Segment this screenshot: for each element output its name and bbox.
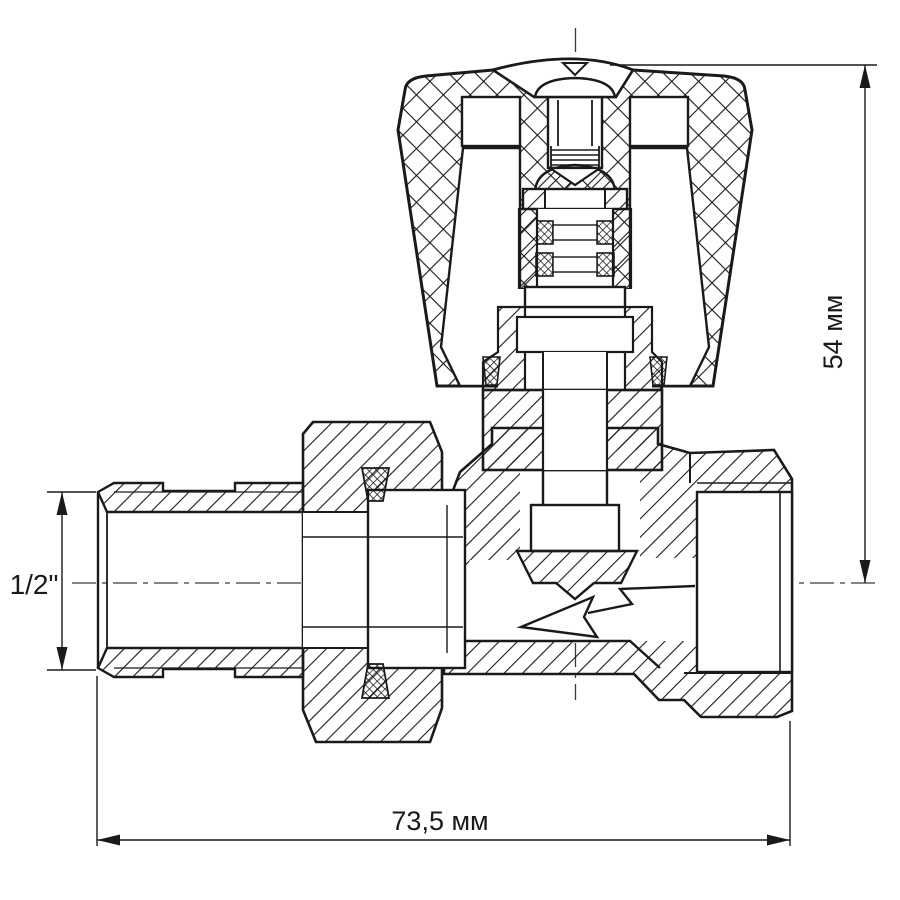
arrowhead-right xyxy=(767,834,790,846)
gland-wall-left xyxy=(517,207,539,291)
union-oring-bottom xyxy=(360,663,391,699)
arrowhead-up xyxy=(56,492,68,515)
arrowhead-up xyxy=(859,65,871,88)
flange-cap-left xyxy=(522,188,546,210)
pipe-bottom-wall xyxy=(96,646,305,679)
pipe-top-wall xyxy=(96,481,305,514)
male-thread-pipe xyxy=(96,481,305,679)
handwheel-cavity-left xyxy=(460,95,522,148)
stem-through-hex xyxy=(543,390,607,470)
handwheel-cavity-right xyxy=(628,95,690,148)
length-dimension-label: 73,5 мм xyxy=(391,806,488,836)
channel-bottom-edge xyxy=(444,639,661,669)
screw-head xyxy=(533,76,617,99)
stem-mid xyxy=(543,352,607,390)
flow-arrow xyxy=(516,584,696,639)
cap-notch xyxy=(560,62,590,77)
seal-spacer xyxy=(552,256,598,273)
dimension-length: 73,5 мм xyxy=(96,676,791,846)
valve-seat xyxy=(515,549,639,601)
packing-seal xyxy=(535,252,554,277)
screw-thread-lines xyxy=(551,149,599,166)
gland-nut-top xyxy=(523,285,627,309)
packing-seal xyxy=(596,220,614,245)
stem-collar xyxy=(515,315,635,354)
valve-disc xyxy=(529,503,621,553)
screw-tip xyxy=(546,166,604,187)
thread-dimension-label: 1/2" xyxy=(10,569,59,600)
packing-seal xyxy=(596,252,615,277)
nut-bore xyxy=(303,512,368,648)
screw-well xyxy=(546,95,604,170)
bonnet-oring-left xyxy=(482,356,501,386)
dimension-thread: 1/2" xyxy=(10,491,96,671)
flow-arrow-tail xyxy=(587,584,696,615)
arrowhead-down xyxy=(56,647,68,670)
flow-channel xyxy=(444,560,697,641)
seal-spacer xyxy=(552,224,598,241)
gland-wall-right xyxy=(611,207,633,291)
stem-lower xyxy=(541,468,609,510)
arrowhead-left xyxy=(97,834,120,846)
dimension-height: 54 мм xyxy=(610,64,877,583)
arrowhead-down xyxy=(859,560,871,583)
stem-assembly xyxy=(481,163,668,472)
union-oring-top xyxy=(360,467,391,502)
bonnet-oring-right xyxy=(649,356,668,386)
packing-seal xyxy=(536,220,554,245)
tailpiece xyxy=(366,488,467,670)
female-thread-bore xyxy=(695,490,794,674)
height-dimension-label: 54 мм xyxy=(818,295,848,370)
union-nut xyxy=(301,420,467,744)
flange-cap-right xyxy=(604,188,628,210)
seat-assembly xyxy=(515,468,639,601)
flow-arrow-head xyxy=(516,594,600,639)
